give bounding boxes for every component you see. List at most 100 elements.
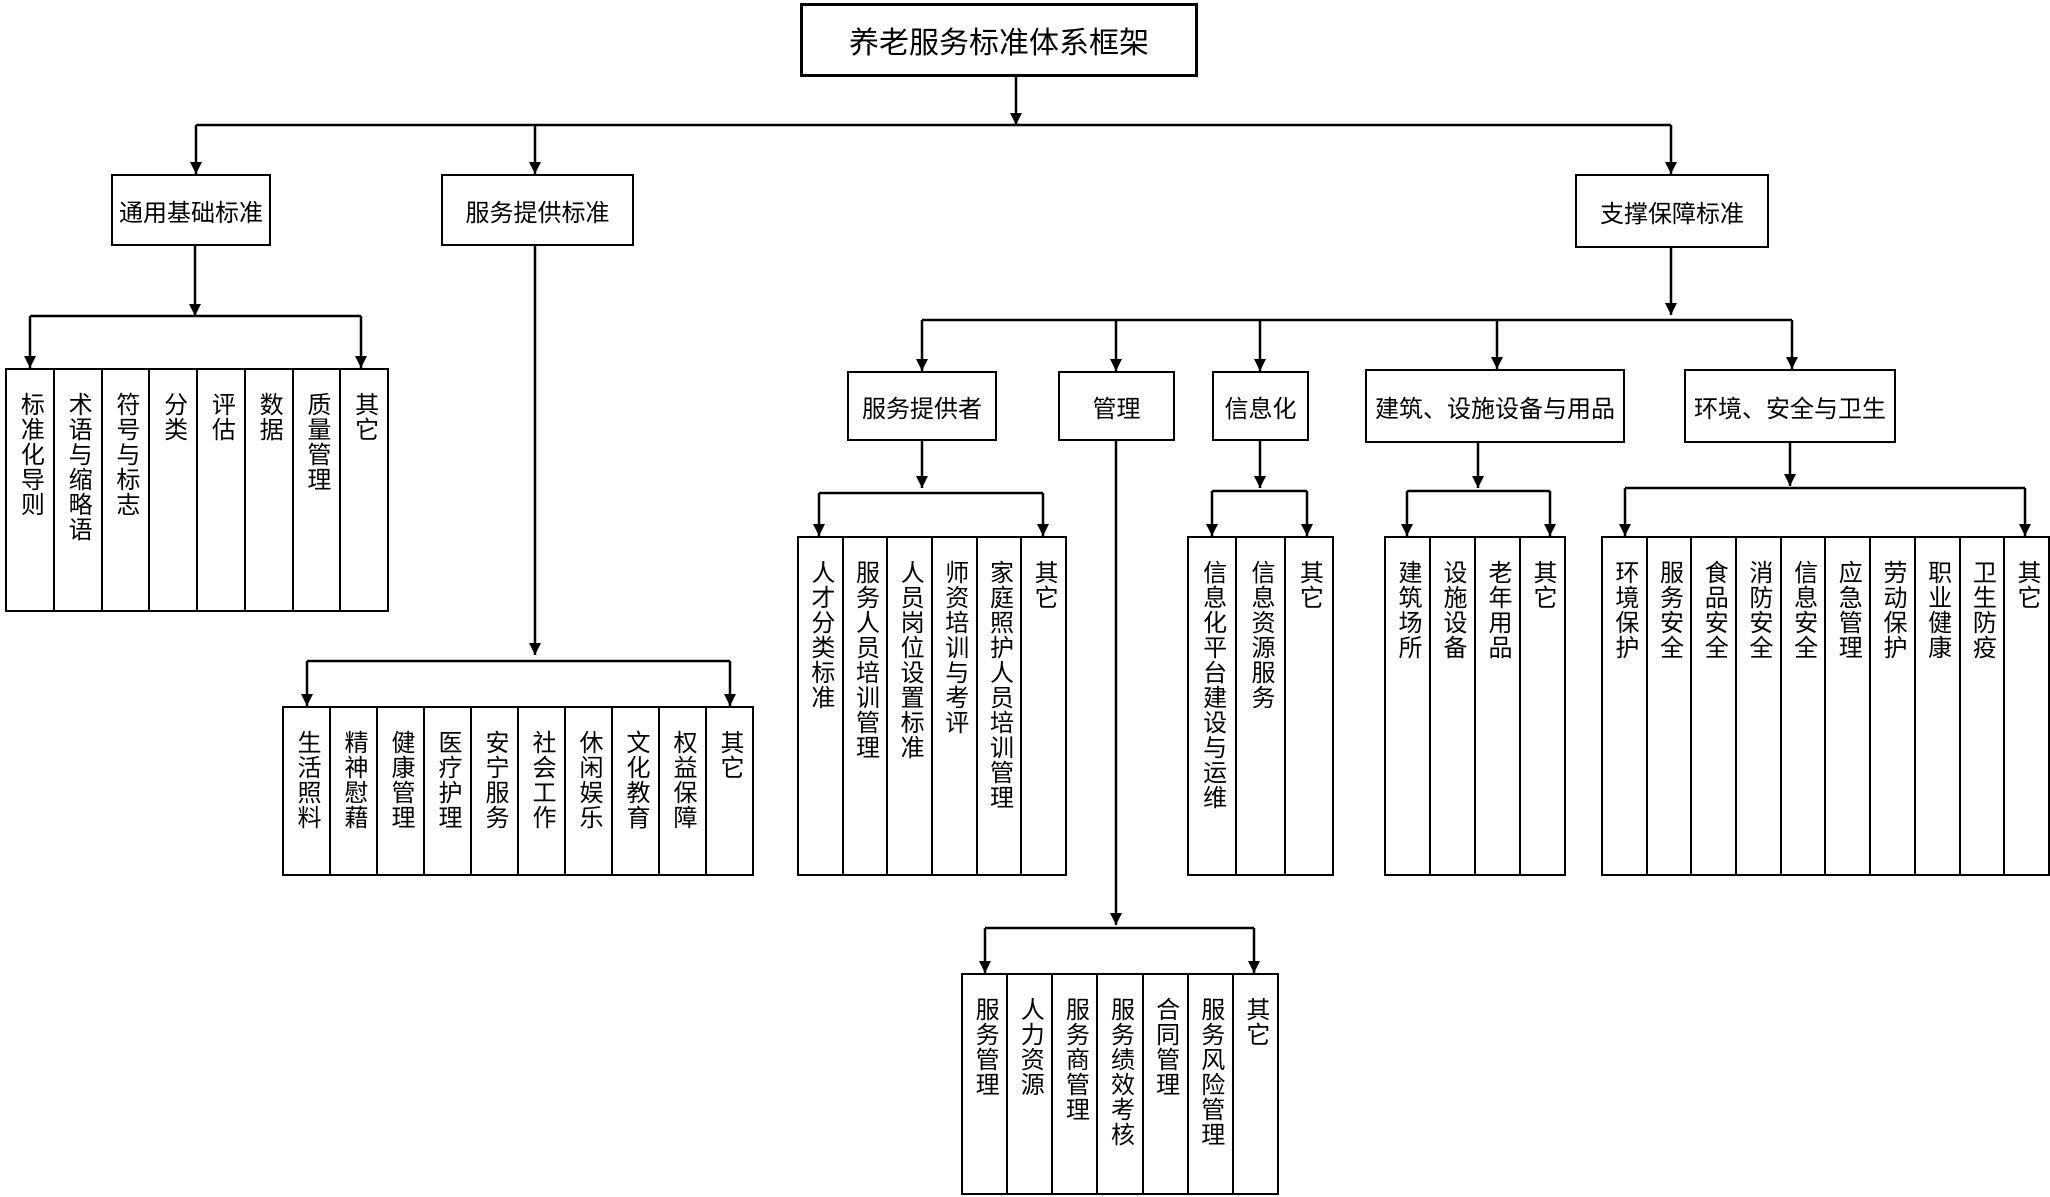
leaf-environment-9: 其它 xyxy=(2003,536,2050,876)
leaf-service-0: 生活照料 xyxy=(282,706,331,876)
leaf-label: 信息化平台建设与运维 xyxy=(1198,560,1227,810)
leaf-environment-3: 消防安全 xyxy=(1735,536,1782,876)
leaf-label: 服务安全 xyxy=(1655,560,1684,660)
leaf-label: 信息安全 xyxy=(1789,560,1818,660)
leaf-provider-4: 家庭照护人员培训管理 xyxy=(975,536,1023,876)
leaf-label: 建筑场所 xyxy=(1394,560,1422,660)
leaf-label: 劳动保护 xyxy=(1878,560,1907,660)
leaf-label: 服务商管理 xyxy=(1061,997,1090,1122)
root-node: 养老服务标准体系框架 xyxy=(800,3,1198,77)
leaf-label: 其它 xyxy=(1030,560,1059,610)
leaf-label: 其它 xyxy=(2013,560,2042,610)
leaf-label: 其它 xyxy=(1241,997,1270,1047)
leaf-label: 信息资源服务 xyxy=(1246,560,1275,710)
leaf-environment-2: 食品安全 xyxy=(1690,536,1738,876)
leaf-label: 人员岗位设置标准 xyxy=(896,560,925,760)
leaf-group-service: 生活照料精神慰藉健康管理医疗护理安宁服务社会工作休闲娱乐文化教育权益保障其它 xyxy=(282,706,754,876)
leaf-label: 其它 xyxy=(350,392,379,442)
leaf-environment-0: 环境保护 xyxy=(1601,536,1648,876)
leaf-service-7: 文化教育 xyxy=(611,706,660,876)
node-environment-safety: 环境、安全与卫生 xyxy=(1684,369,1896,443)
leaf-provider-0: 人才分类标准 xyxy=(797,536,844,876)
leaf-environment-5: 应急管理 xyxy=(1824,536,1872,876)
leaf-label: 权益保障 xyxy=(669,730,697,830)
leaf-building-2: 老年用品 xyxy=(1474,536,1521,876)
leaf-label: 服务风险管理 xyxy=(1196,997,1225,1147)
leaf-general-6: 质量管理 xyxy=(291,368,342,612)
node-service-provider: 服务提供者 xyxy=(847,371,997,441)
leaf-environment-1: 服务安全 xyxy=(1645,536,1693,876)
leaf-label: 评估 xyxy=(207,392,236,442)
leaf-general-5: 数据 xyxy=(243,368,294,612)
leaf-label: 服务人员培训管理 xyxy=(851,560,880,760)
leaf-provider-3: 师资培训与考评 xyxy=(930,536,978,876)
leaf-service-1: 精神慰藉 xyxy=(329,706,378,876)
leaf-label: 人力资源 xyxy=(1016,997,1045,1097)
leaf-label: 生活照料 xyxy=(293,730,321,830)
leaf-label: 合同管理 xyxy=(1151,997,1180,1097)
leaf-label: 人才分类标准 xyxy=(806,560,835,710)
leaf-management-2: 服务商管理 xyxy=(1051,973,1099,1195)
leaf-service-4: 安宁服务 xyxy=(470,706,519,876)
node-service-provision-standards: 服务提供标准 xyxy=(441,174,634,246)
leaf-label: 精神慰藉 xyxy=(340,730,368,830)
leaf-general-2: 符号与标志 xyxy=(100,368,151,612)
leaf-group-building: 建筑场所设施设备老年用品其它 xyxy=(1384,536,1566,876)
leaf-label: 质量管理 xyxy=(302,392,331,492)
leaf-label: 职业健康 xyxy=(1923,560,1952,660)
leaf-label: 其它 xyxy=(716,730,744,780)
leaf-label: 家庭照护人员培训管理 xyxy=(985,560,1014,810)
leaf-label: 分类 xyxy=(159,392,188,442)
leaf-service-8: 权益保障 xyxy=(658,706,707,876)
leaf-label: 设施设备 xyxy=(1439,560,1467,660)
leaf-building-0: 建筑场所 xyxy=(1384,536,1431,876)
leaf-management-1: 人力资源 xyxy=(1006,973,1054,1195)
leaf-group-provider: 人才分类标准服务人员培训管理人员岗位设置标准师资培训与考评家庭照护人员培训管理其… xyxy=(797,536,1067,876)
leaf-label: 安宁服务 xyxy=(481,730,509,830)
leaf-label: 食品安全 xyxy=(1700,560,1729,660)
node-informatization: 信息化 xyxy=(1212,371,1309,441)
leaf-label: 其它 xyxy=(1529,560,1557,610)
leaf-management-0: 服务管理 xyxy=(961,973,1009,1195)
leaf-label: 环境保护 xyxy=(1610,560,1639,660)
leaf-management-4: 合同管理 xyxy=(1141,973,1189,1195)
leaf-general-0: 标准化导则 xyxy=(5,368,55,612)
leaf-label: 卫生防疫 xyxy=(1968,560,1997,660)
leaf-group-environment: 环境保护服务安全食品安全消防安全信息安全应急管理劳动保护职业健康卫生防疫其它 xyxy=(1601,536,2050,876)
leaf-provider-5: 其它 xyxy=(1020,536,1067,876)
leaf-label: 其它 xyxy=(1295,560,1324,610)
leaf-general-4: 评估 xyxy=(196,368,246,612)
leaf-label: 术语与缩略语 xyxy=(64,392,93,542)
leaf-label: 消防安全 xyxy=(1744,560,1773,660)
leaf-environment-4: 信息安全 xyxy=(1779,536,1827,876)
leaf-environment-7: 职业健康 xyxy=(1913,536,1961,876)
leaf-general-1: 术语与缩略语 xyxy=(52,368,103,612)
leaf-informatization-1: 信息资源服务 xyxy=(1235,536,1286,876)
leaf-group-informatization: 信息化平台建设与运维信息资源服务其它 xyxy=(1187,536,1334,876)
leaf-label: 文化教育 xyxy=(622,730,650,830)
leaf-service-6: 休闲娱乐 xyxy=(564,706,613,876)
leaf-provider-2: 人员岗位设置标准 xyxy=(886,536,933,876)
leaf-service-5: 社会工作 xyxy=(517,706,566,876)
leaf-service-2: 健康管理 xyxy=(376,706,425,876)
node-general-basic-standards: 通用基础标准 xyxy=(111,174,271,246)
leaf-label: 师资培训与考评 xyxy=(940,560,969,735)
leaf-label: 服务绩效考核 xyxy=(1106,997,1135,1147)
leaf-management-6: 其它 xyxy=(1231,973,1279,1195)
leaf-group-management: 服务管理人力资源服务商管理服务绩效考核合同管理服务风险管理其它 xyxy=(961,973,1279,1195)
leaf-label: 健康管理 xyxy=(387,730,415,830)
leaf-general-7: 其它 xyxy=(339,368,389,612)
leaf-label: 符号与标志 xyxy=(111,392,140,517)
leaf-management-5: 服务风险管理 xyxy=(1186,973,1234,1195)
leaf-building-1: 设施设备 xyxy=(1429,536,1476,876)
leaf-environment-6: 劳动保护 xyxy=(1869,536,1916,876)
leaf-label: 标准化导则 xyxy=(16,392,45,517)
leaf-service-9: 其它 xyxy=(705,706,754,876)
leaf-provider-1: 服务人员培训管理 xyxy=(841,536,889,876)
leaf-label: 社会工作 xyxy=(528,730,556,830)
leaf-service-3: 医疗护理 xyxy=(423,706,472,876)
leaf-label: 老年用品 xyxy=(1484,560,1512,660)
leaf-building-3: 其它 xyxy=(1519,536,1566,876)
